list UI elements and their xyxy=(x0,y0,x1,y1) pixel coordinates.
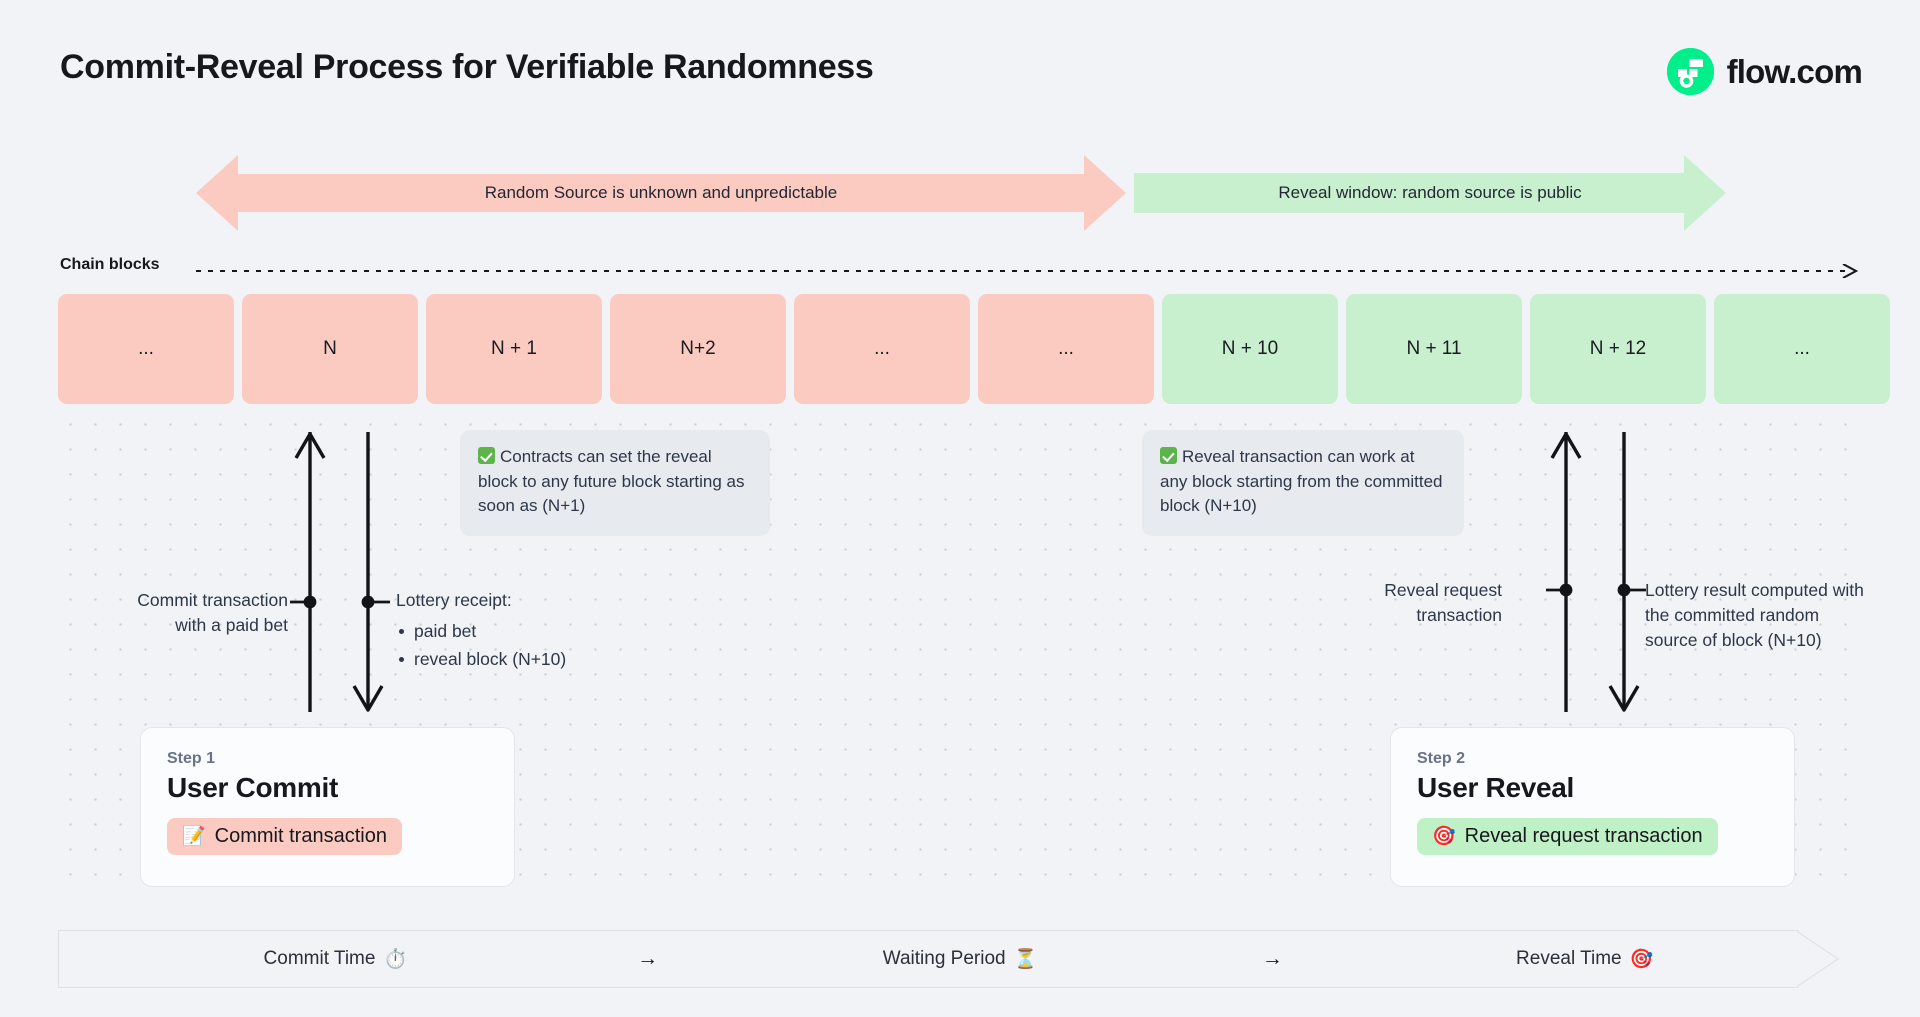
commit-transaction-pill[interactable]: 📝 Commit transaction xyxy=(167,818,402,855)
annotation-line: with a paid bet xyxy=(175,614,288,635)
annotation-lottery-receipt: Lottery receipt: paid bet reveal block (… xyxy=(396,588,646,672)
timeline-separator-icon: → xyxy=(637,947,659,970)
phase-label: Commit Time xyxy=(263,948,376,969)
dotted-arrow-right-icon xyxy=(196,263,1862,279)
chain-blocks-label: Chain blocks xyxy=(60,256,160,273)
phase-banners: Random Source is unknown and unpredictab… xyxy=(196,155,1726,231)
pill-label: Reveal request transaction xyxy=(1464,825,1703,847)
hourglass-icon: ⏳ xyxy=(1013,948,1038,970)
chain-block-row: ... N N + 1 N+2 ... ... N + 10 N + 11 N … xyxy=(58,294,1890,404)
flow-logo-icon xyxy=(1666,48,1714,95)
timeline-footer: Commit Time ⏱️ → Waiting Period ⏳ → Reve… xyxy=(58,930,1862,988)
callout-reveal: Reveal transaction can work at any block… xyxy=(1142,430,1464,536)
timeline-phase-reveal: Reveal Time 🎯 xyxy=(1307,948,1862,970)
timeline-phases: Commit Time ⏱️ → Waiting Period ⏳ → Reve… xyxy=(58,930,1862,988)
list-item: paid bet xyxy=(396,619,646,644)
callout-text: Contracts can set the reveal block to an… xyxy=(478,447,745,516)
brand-logo: flow.com xyxy=(1666,48,1863,95)
receipt-list: paid bet reveal block (N+10) xyxy=(396,619,646,672)
reveal-request-pill[interactable]: 🎯 Reveal request transaction xyxy=(1417,818,1718,855)
chain-block[interactable]: N + 11 xyxy=(1346,294,1522,404)
phase-label: Reveal Time xyxy=(1516,948,1622,969)
annotation-line: Reveal request xyxy=(1384,580,1502,600)
chain-block[interactable]: N + 1 xyxy=(426,294,602,404)
brand-name: flow.com xyxy=(1726,52,1863,90)
chain-block[interactable]: N+2 xyxy=(610,294,786,404)
check-mark-button-icon xyxy=(478,447,495,464)
banner-label: Reveal window: random source is public xyxy=(1278,183,1582,202)
step-label: Step 2 xyxy=(1417,750,1466,767)
direct-hit-icon: 🎯 xyxy=(1432,826,1456,847)
list-item: reveal block (N+10) xyxy=(396,647,646,672)
step-title: User Commit xyxy=(167,772,338,803)
step-card-user-reveal[interactable]: Step 2 User Reveal 🎯 Reveal request tran… xyxy=(1390,727,1795,887)
timeline-phase-commit: Commit Time ⏱️ xyxy=(58,948,613,970)
banner-reveal-window: Reveal window: random source is public xyxy=(1134,155,1726,231)
step-card-user-commit[interactable]: Step 1 User Commit 📝 Commit transaction xyxy=(140,727,515,887)
chain-block[interactable]: ... xyxy=(978,294,1154,404)
chain-block[interactable]: ... xyxy=(1714,294,1890,404)
direct-hit-icon: 🎯 xyxy=(1629,948,1654,970)
phase-label: Waiting Period xyxy=(882,948,1006,969)
chain-block[interactable]: N + 12 xyxy=(1530,294,1706,404)
step-title: User Reveal xyxy=(1417,772,1575,803)
pill-label: Commit transaction xyxy=(214,825,387,847)
chain-block[interactable]: ... xyxy=(58,294,234,404)
annotation-commit-transaction: Commit transaction with a paid bet xyxy=(90,588,288,638)
callout-contracts: Contracts can set the reveal block to an… xyxy=(460,430,770,536)
memo-icon: 📝 xyxy=(182,826,206,847)
stopwatch-icon: ⏱️ xyxy=(383,948,408,970)
annotation-reveal-request: Reveal request transaction xyxy=(1330,578,1502,628)
check-mark-button-icon xyxy=(1160,447,1177,464)
banner-label: Random Source is unknown and unpredictab… xyxy=(484,183,838,202)
step-label: Step 1 xyxy=(167,750,216,767)
page-title: Commit-Reveal Process for Verifiable Ran… xyxy=(60,48,874,86)
annotation-heading: Lottery receipt: xyxy=(396,590,512,610)
timeline-separator-icon: → xyxy=(1261,947,1283,970)
callout-text: Reveal transaction can work at any block… xyxy=(1160,447,1443,516)
annotation-line: transaction xyxy=(1416,604,1502,625)
chain-block[interactable]: ... xyxy=(794,294,970,404)
banner-random-source: Random Source is unknown and unpredictab… xyxy=(196,155,1126,231)
chain-block[interactable]: N xyxy=(242,294,418,404)
chain-block[interactable]: N + 10 xyxy=(1162,294,1338,404)
annotation-lottery-result: Lottery result computed with the committ… xyxy=(1645,580,1864,650)
timeline-phase-waiting: Waiting Period ⏳ xyxy=(683,948,1238,970)
annotation-line: Commit transaction xyxy=(137,590,288,610)
